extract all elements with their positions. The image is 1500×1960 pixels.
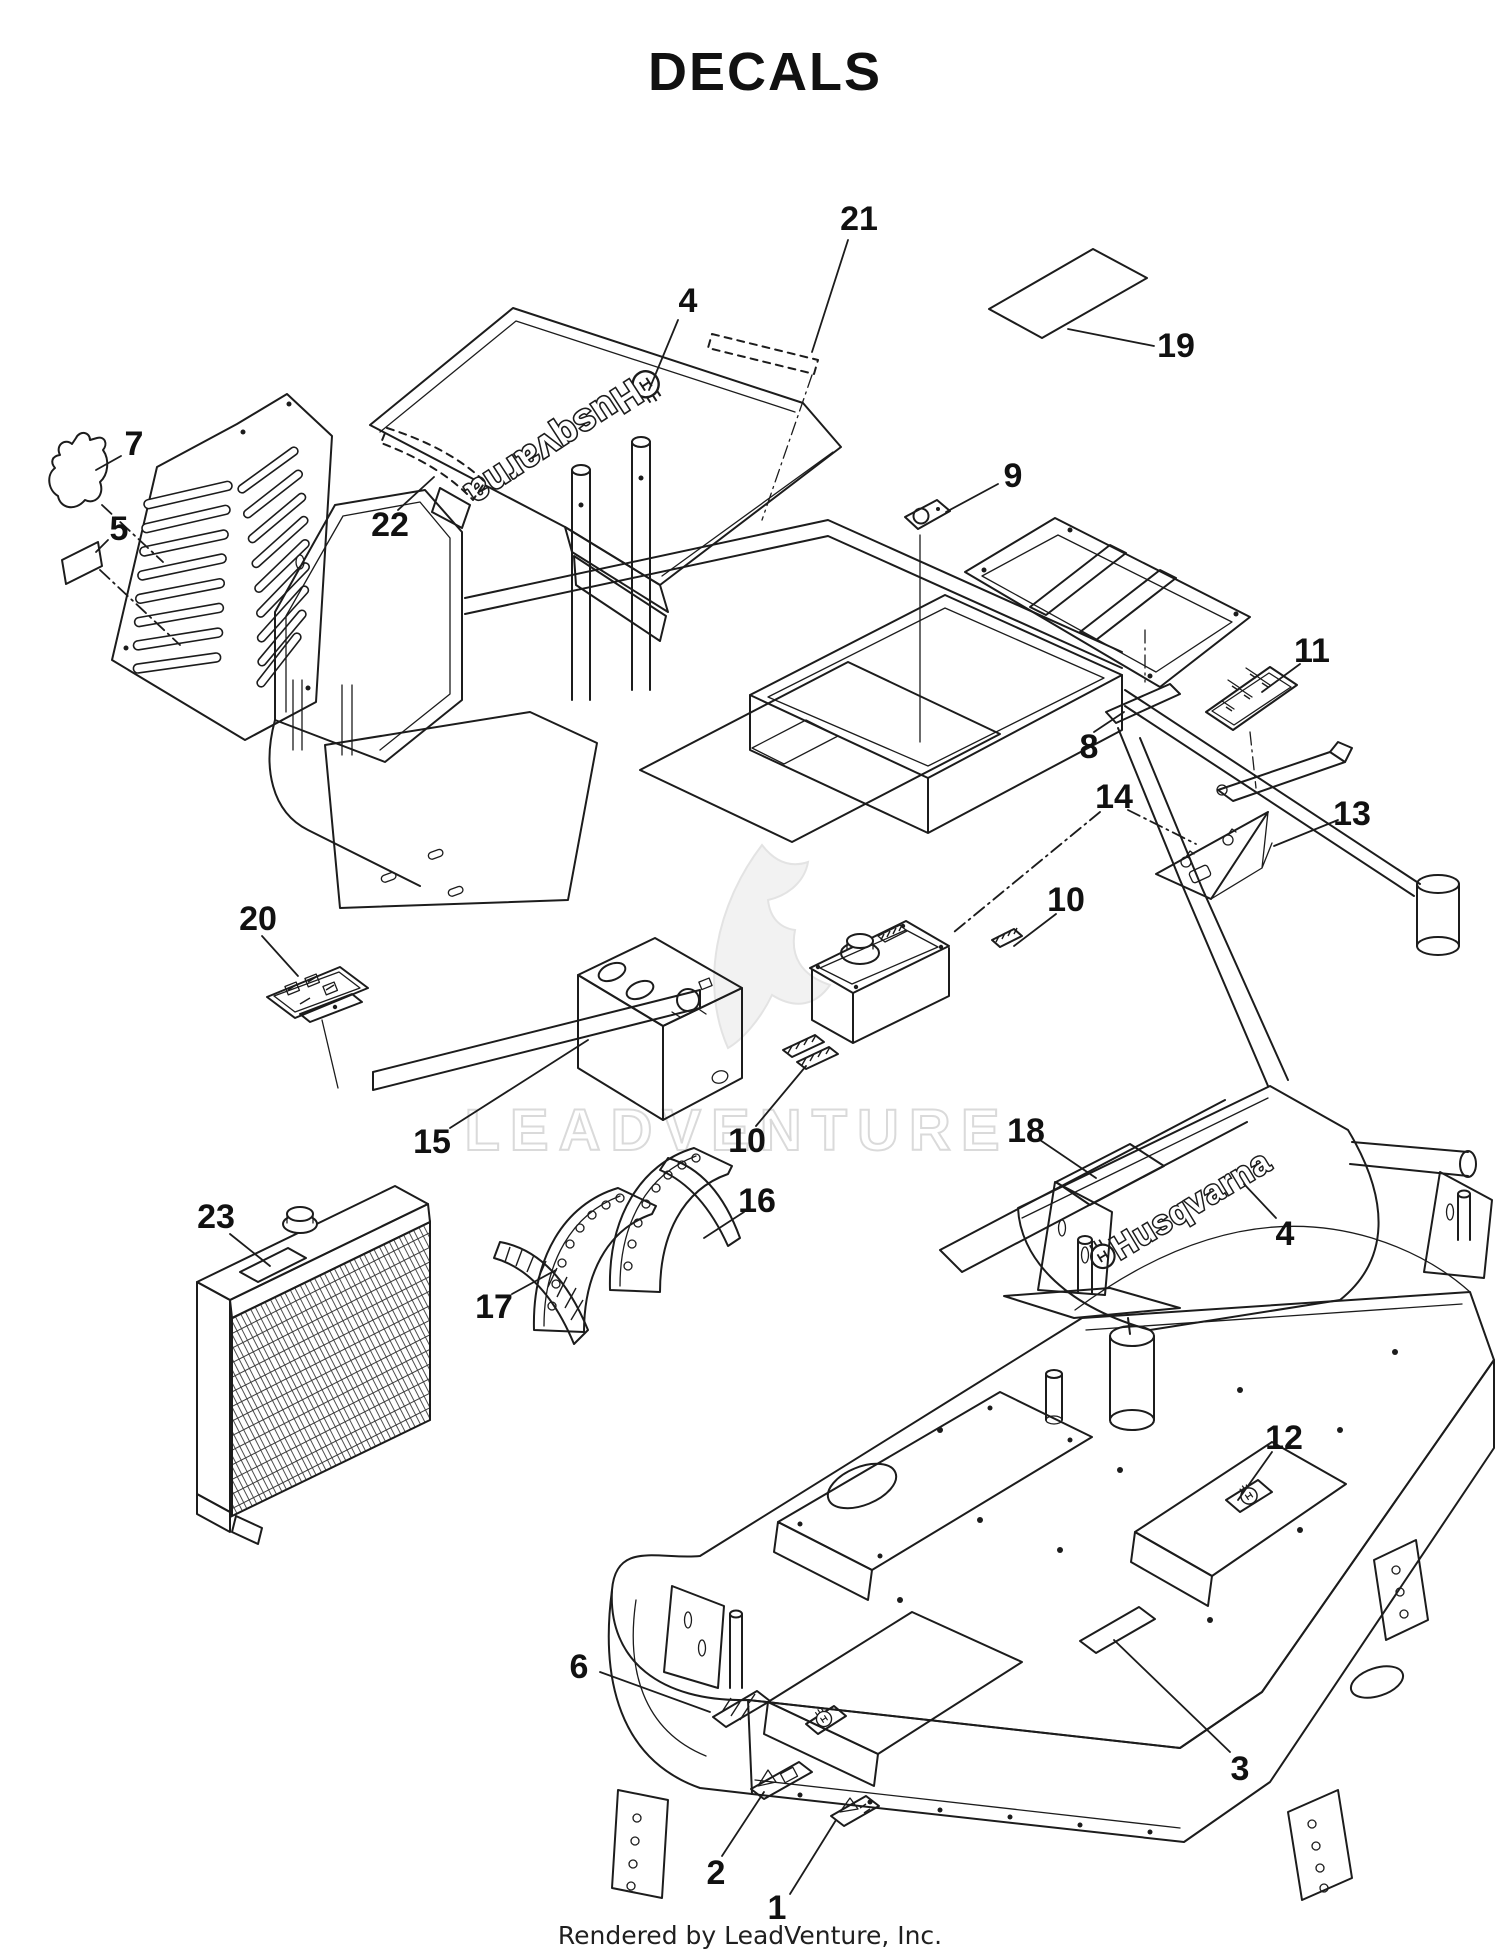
callout-15: 15 [413, 1123, 451, 1161]
callout-10-right: 10 [1047, 881, 1085, 919]
decal-7-blob [48, 432, 109, 509]
ignition-panel [809, 920, 950, 1044]
callout-numbers: 21 4 19 7 5 9 22 11 8 14 13 10 20 15 10 … [110, 200, 1371, 1927]
hood-logo-text: Husqvarna [459, 371, 649, 514]
page-title: DECALS [648, 42, 882, 102]
rear-bumper: Husqvarna [1017, 1085, 1477, 1431]
left-caster-tube [1109, 1317, 1155, 1431]
callout-12: 12 [1265, 1419, 1303, 1457]
crown-decal-front [805, 1704, 847, 1735]
callout-22: 22 [371, 506, 409, 544]
callout-20: 20 [239, 900, 277, 938]
mower-deck [607, 1171, 1495, 1901]
deck-rear-right-bracket [1423, 1171, 1493, 1279]
baffle-plate-right [608, 1147, 733, 1293]
leadventure-watermark: LEADVENTURE [464, 843, 1010, 1164]
callout-9: 9 [1004, 457, 1023, 495]
footer-credit: Rendered by LeadVenture, Inc. [558, 1921, 942, 1950]
seat-frame [964, 517, 1251, 688]
radiator [196, 1185, 431, 1545]
console-box [577, 937, 743, 1121]
baffle-plate-left [532, 1187, 657, 1333]
watermark-logo [713, 843, 832, 1050]
deck-front-brackets [611, 1539, 1429, 1901]
callout-14: 14 [1095, 778, 1133, 816]
callout-8: 8 [1080, 728, 1099, 766]
callout-13: 13 [1333, 795, 1371, 833]
belt-cover-front [763, 1611, 1023, 1787]
bracket-below-11 [1216, 741, 1353, 802]
strip-decal-21 [707, 333, 819, 521]
callout-11: 11 [1294, 632, 1330, 670]
latch-decal-10b [991, 927, 1023, 948]
engine-plate [639, 661, 1001, 843]
decal-19 [988, 248, 1148, 339]
decal-6 [712, 1690, 771, 1728]
callout-23: 23 [197, 1198, 235, 1236]
latch-decal-10a [782, 1034, 839, 1070]
leader-lines [95, 239, 1339, 1895]
decal-2 [750, 1761, 813, 1800]
decal-20 [266, 966, 369, 1089]
decal-18 [1055, 1143, 1165, 1206]
deck-left-bracket [663, 1585, 743, 1689]
decal-16-curve [659, 1157, 741, 1247]
callout-1: 1 [768, 1889, 787, 1927]
deck-rear-left-bracket [1003, 1181, 1181, 1319]
callout-4-bumper: 4 [1276, 1215, 1295, 1253]
grille-panel [111, 393, 333, 741]
callout-3: 3 [1231, 1750, 1250, 1788]
right-caster-tube [1416, 874, 1460, 956]
decal-11 [1205, 666, 1298, 789]
decal-23 [239, 1247, 307, 1283]
decal-3 [1079, 1606, 1156, 1654]
decal-9 [904, 499, 951, 743]
chassis-frame [268, 436, 1460, 1273]
callout-4-hood: 4 [679, 282, 698, 320]
callout-19: 19 [1157, 327, 1195, 365]
decal-5 [61, 541, 103, 585]
plate-13 [1155, 811, 1273, 900]
callout-7: 7 [125, 425, 144, 463]
deck-cover-plate [773, 1369, 1093, 1601]
callout-21: 21 [840, 200, 878, 238]
frame-posts [571, 436, 651, 701]
callout-2: 2 [707, 1854, 726, 1892]
rear-panel [274, 489, 463, 763]
belt-cover-right [1130, 1441, 1347, 1607]
bumper-logo-text: Husqvarna [1104, 1142, 1277, 1266]
callout-18: 18 [1007, 1112, 1045, 1150]
callout-16: 16 [738, 1182, 776, 1220]
grille-louvers [132, 446, 311, 688]
callout-5: 5 [110, 510, 129, 548]
callout-10-middle: 10 [728, 1122, 766, 1160]
foot-pan [324, 711, 598, 909]
callout-17: 17 [475, 1288, 513, 1326]
decal-1 [830, 1795, 880, 1827]
callout-6: 6 [570, 1648, 589, 1686]
strip-decal-22 [380, 427, 486, 501]
hood: Husqvarna [369, 307, 842, 642]
watermark-text: LEADVENTURE [465, 1098, 1010, 1163]
